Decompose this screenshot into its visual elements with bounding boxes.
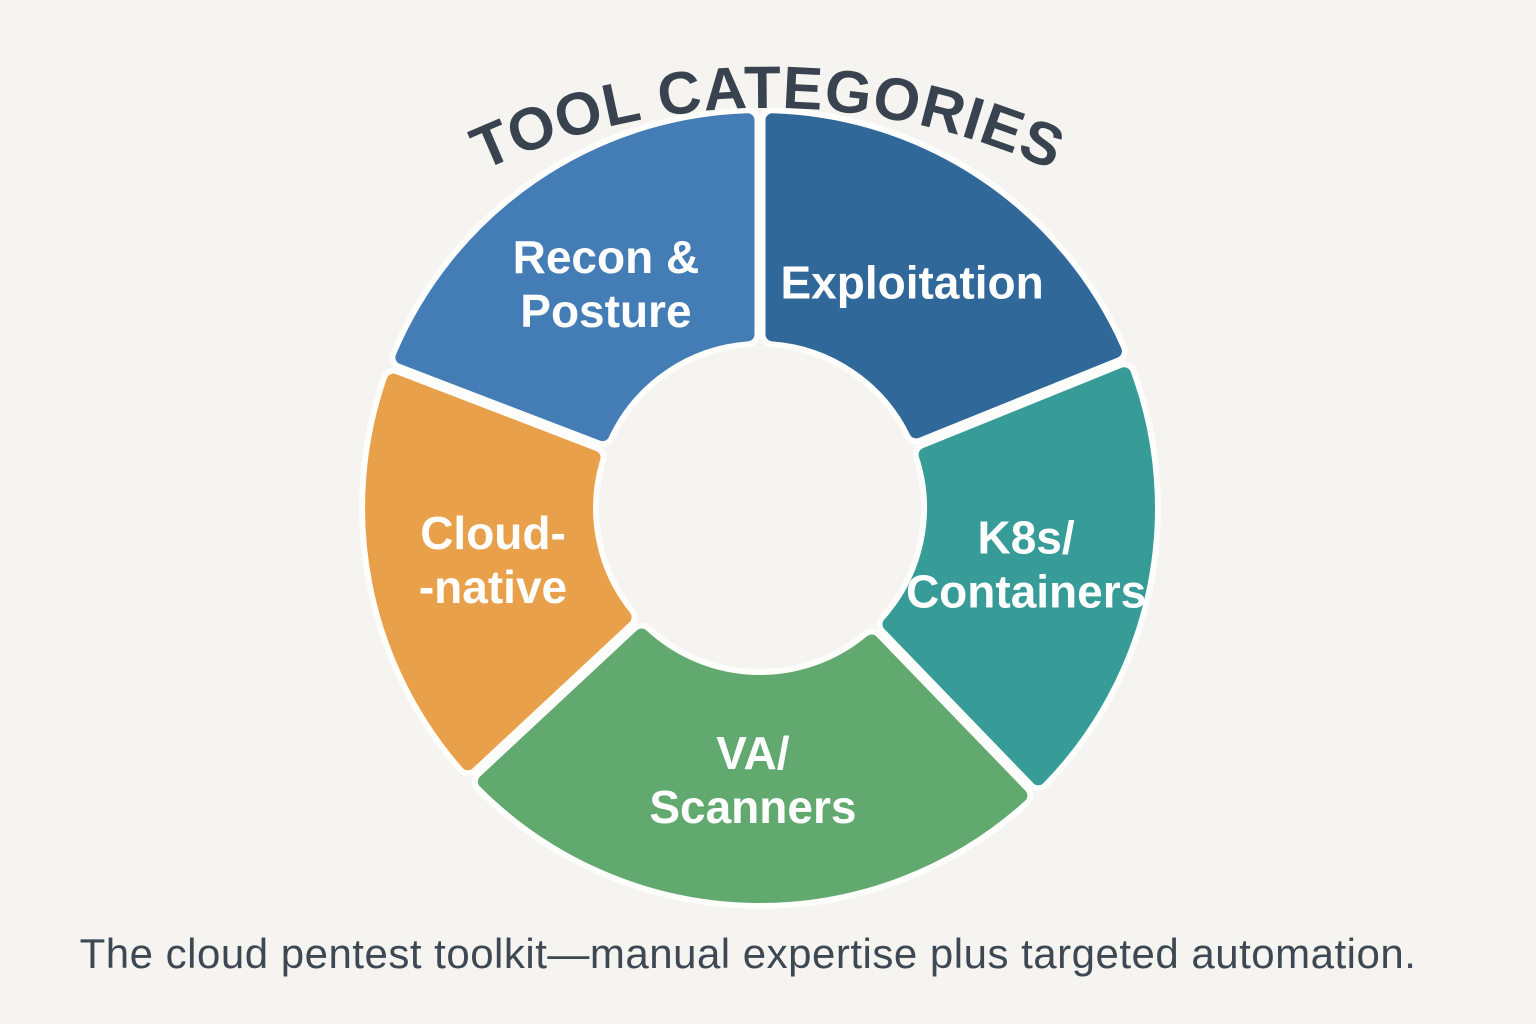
slice-label-k8s-containers: K8s/Containers xyxy=(906,512,1146,618)
donut-slices xyxy=(365,113,1155,903)
slice-va-scanners xyxy=(477,628,1028,903)
slice-k8s-containers xyxy=(882,367,1155,786)
slice-label-recon-posture: Recon &Posture xyxy=(513,231,700,337)
slice-cloud-native xyxy=(365,373,632,771)
slice-exploitation xyxy=(765,113,1122,439)
slice-label-cloud-native: Cloud--native xyxy=(419,507,567,613)
slice-label-va-scanners: VA/Scanners xyxy=(649,727,856,833)
slice-recon-posture xyxy=(395,113,755,442)
chart-caption: The cloud pentest toolkit—manual experti… xyxy=(79,930,1417,977)
slice-label-exploitation: Exploitation xyxy=(780,257,1043,309)
